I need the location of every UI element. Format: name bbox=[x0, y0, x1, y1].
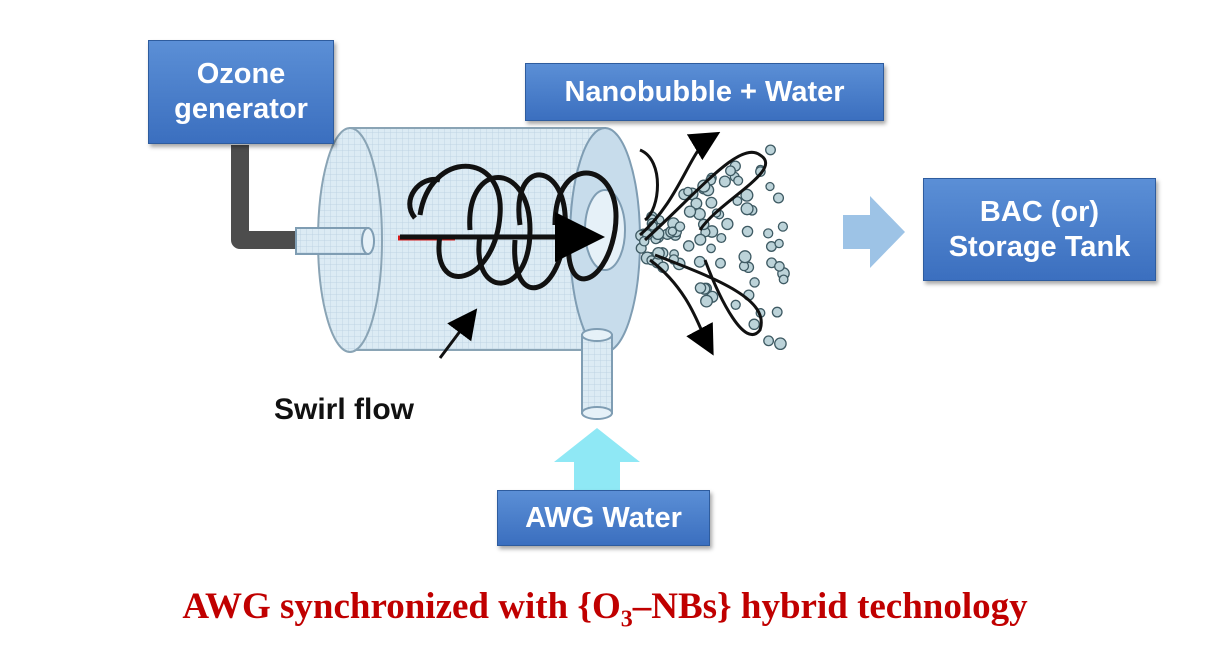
nanobubble-water-box: Nanobubble + Water bbox=[525, 63, 884, 121]
nanobubble-dot bbox=[730, 299, 741, 310]
bac-storage-box: BAC (or) Storage Tank bbox=[923, 178, 1156, 281]
bac-label-line2: Storage Tank bbox=[948, 230, 1131, 263]
nanobubble-dot bbox=[733, 175, 744, 186]
nanobubble-dot bbox=[715, 257, 726, 269]
nanobubble-dot bbox=[741, 225, 754, 238]
nanobubble-dot bbox=[732, 196, 743, 206]
to-storage-arrow bbox=[843, 196, 905, 268]
nanobubble-dot bbox=[683, 205, 697, 218]
nanobubble-dot bbox=[765, 144, 776, 156]
nanobubble-dot bbox=[778, 274, 789, 285]
water-inlet-pipe bbox=[581, 328, 613, 420]
ozone-label-line1: Ozone bbox=[196, 58, 286, 91]
ozone-feed-pipe bbox=[231, 145, 330, 249]
caption-suffix: –NBs} hybrid technology bbox=[632, 586, 1028, 627]
nanobubble-dot bbox=[777, 221, 789, 232]
nanobubble-spray bbox=[635, 144, 790, 351]
figure-caption: AWG synchronized with {O3–NBs} hybrid te… bbox=[0, 585, 1210, 633]
nanobubble-dot bbox=[772, 192, 785, 204]
nanobubble-dot bbox=[740, 202, 754, 216]
nanobubble-dot bbox=[774, 238, 784, 249]
ozone-generator-box: Ozone generator bbox=[148, 40, 334, 144]
spray-flow-curves bbox=[639, 131, 768, 356]
nanobubble-dot bbox=[718, 175, 731, 188]
awg-water-box: AWG Water bbox=[497, 490, 710, 546]
nanobubble-dot bbox=[725, 165, 736, 177]
nanobubble-dot bbox=[749, 277, 760, 288]
nanobubble-dot bbox=[690, 197, 703, 210]
nanobubble-label: Nanobubble + Water bbox=[564, 75, 845, 108]
nanobubble-dot bbox=[771, 306, 783, 318]
nanobubble-dot bbox=[674, 221, 686, 232]
caption-prefix: AWG synchronized with {O bbox=[182, 586, 621, 627]
swirl-pointer-arrow bbox=[438, 308, 478, 359]
nanobubble-dot bbox=[706, 243, 716, 254]
nanobubble-dot bbox=[682, 240, 695, 252]
nanobubble-dot bbox=[705, 196, 718, 209]
nanobubble-dot bbox=[694, 282, 707, 294]
nanobubble-dot bbox=[700, 294, 713, 308]
nanobubble-dot bbox=[763, 335, 775, 347]
nanobubble-dot bbox=[763, 228, 774, 239]
awg-water-label: AWG Water bbox=[525, 501, 682, 534]
swirl-flow-label: Swirl flow bbox=[274, 393, 415, 426]
nanobubble-dot bbox=[683, 186, 693, 197]
nanobubble-dot bbox=[774, 337, 787, 351]
nanobubble-dot bbox=[667, 226, 678, 237]
caption-subscript: 3 bbox=[620, 606, 633, 633]
ozone-label-line2: generator bbox=[174, 93, 308, 125]
awg-water-up-arrow bbox=[554, 428, 640, 490]
nanobubble-dot bbox=[748, 318, 760, 331]
nanobubble-dot bbox=[693, 255, 706, 268]
nanobubble-dot bbox=[694, 233, 707, 246]
ozone-inlet-nozzle bbox=[295, 227, 375, 255]
nanobubble-dot bbox=[765, 181, 775, 192]
nanobubble-dot bbox=[721, 217, 734, 231]
nanobubble-dot bbox=[774, 261, 785, 272]
nanobubble-dot bbox=[740, 188, 754, 202]
nanobubble-dot bbox=[738, 250, 752, 264]
bac-label-line1: BAC (or) bbox=[979, 195, 1100, 228]
nanobubble-dot bbox=[716, 232, 727, 244]
